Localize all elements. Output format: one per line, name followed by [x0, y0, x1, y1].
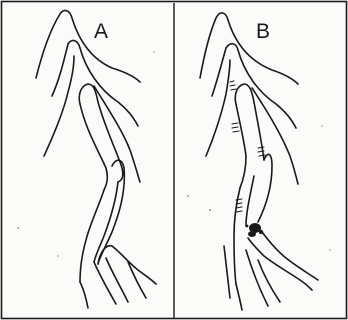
panel-b-middle-contour-3 [246, 176, 254, 226]
panel-b-outer-contour [200, 13, 298, 84]
panel-b-dashes-upper [230, 81, 265, 156]
panel-b-inner-loop-left [236, 104, 246, 188]
panel-b-dark-node [246, 223, 264, 237]
panel-b-second-contour [212, 44, 296, 128]
panel-a-middle-contour [80, 190, 104, 282]
panel-a: A [36, 11, 156, 308]
panel-a-lower-hook [98, 246, 156, 284]
panel-a-middle-contour-3 [94, 182, 118, 262]
panel-b-lower-tail-1 [236, 284, 242, 310]
panel-b-middle-contour [234, 188, 240, 284]
panel-b-lower-tail-2 [246, 250, 268, 306]
panel-a-outer-contour [36, 11, 140, 82]
panel-a-left-flank [44, 56, 74, 156]
panel-a-lower-tail-1 [94, 262, 116, 304]
panel-b-label: B [256, 20, 270, 43]
panel-b-lower-tail-4 [224, 246, 230, 298]
panel-b-middle-contour-2 [258, 154, 272, 222]
panel-a-lower-tail-4 [128, 262, 146, 298]
panel-a-second-contour [52, 41, 138, 126]
panel-a-lower-tail-2 [106, 258, 128, 302]
panel-a-lower-tail-3 [80, 282, 88, 308]
panel-b-lower-tail-3 [258, 260, 280, 302]
panel-b: B [200, 13, 318, 310]
panel-a-label: A [94, 20, 108, 43]
